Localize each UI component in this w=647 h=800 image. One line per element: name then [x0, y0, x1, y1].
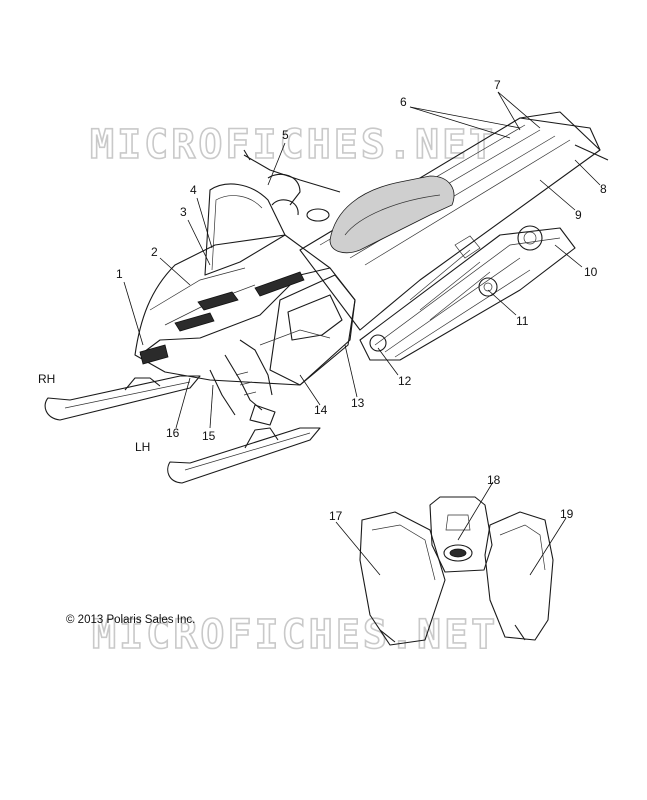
callout-17: 17	[329, 509, 343, 523]
callout-4: 4	[190, 183, 197, 197]
callout-12: 12	[398, 374, 412, 388]
windshield	[204, 183, 286, 276]
callout-18: 18	[487, 473, 501, 487]
callout-11: 11	[516, 314, 529, 328]
callout-5: 5	[282, 128, 289, 142]
tunnel-assembly	[299, 111, 609, 361]
callout-19: 19	[560, 507, 574, 521]
callout-8: 8	[600, 182, 607, 196]
callout-15: 15	[202, 429, 216, 443]
snowmobile-illustration	[44, 111, 609, 484]
watermark-group: MICROFICHES.NET MICROFICHES.NET	[89, 121, 498, 659]
watermark-bottom: MICROFICHES.NET	[92, 612, 498, 658]
callout-3: 3	[180, 205, 187, 219]
callout-1: 1	[116, 267, 123, 281]
label-rh: RH	[38, 372, 55, 386]
callout-9: 9	[575, 208, 582, 222]
callout-7: 7	[494, 78, 501, 92]
watermark-top: MICROFICHES.NET	[90, 122, 496, 168]
ski-left	[167, 427, 321, 484]
callout-14: 14	[314, 403, 328, 417]
callout-6: 6	[400, 95, 407, 109]
handlebar-assembly	[243, 149, 341, 222]
callout-13: 13	[351, 396, 365, 410]
leader-lines	[123, 91, 601, 576]
hood-body	[134, 234, 356, 386]
callout-2: 2	[151, 245, 158, 259]
copyright-notice: © 2013 Polaris Sales Inc.	[66, 614, 195, 626]
callout-10: 10	[584, 265, 598, 279]
seat	[329, 175, 455, 254]
callout-labels: 1 2 3 4 5 6 7 8 9 10 11 12 13 14 15 16 1…	[116, 78, 607, 523]
callout-16: 16	[166, 426, 180, 440]
side-panels-illustration	[359, 496, 554, 646]
label-lh: LH	[135, 440, 150, 454]
ski-right	[44, 375, 201, 421]
front-suspension	[209, 339, 276, 426]
